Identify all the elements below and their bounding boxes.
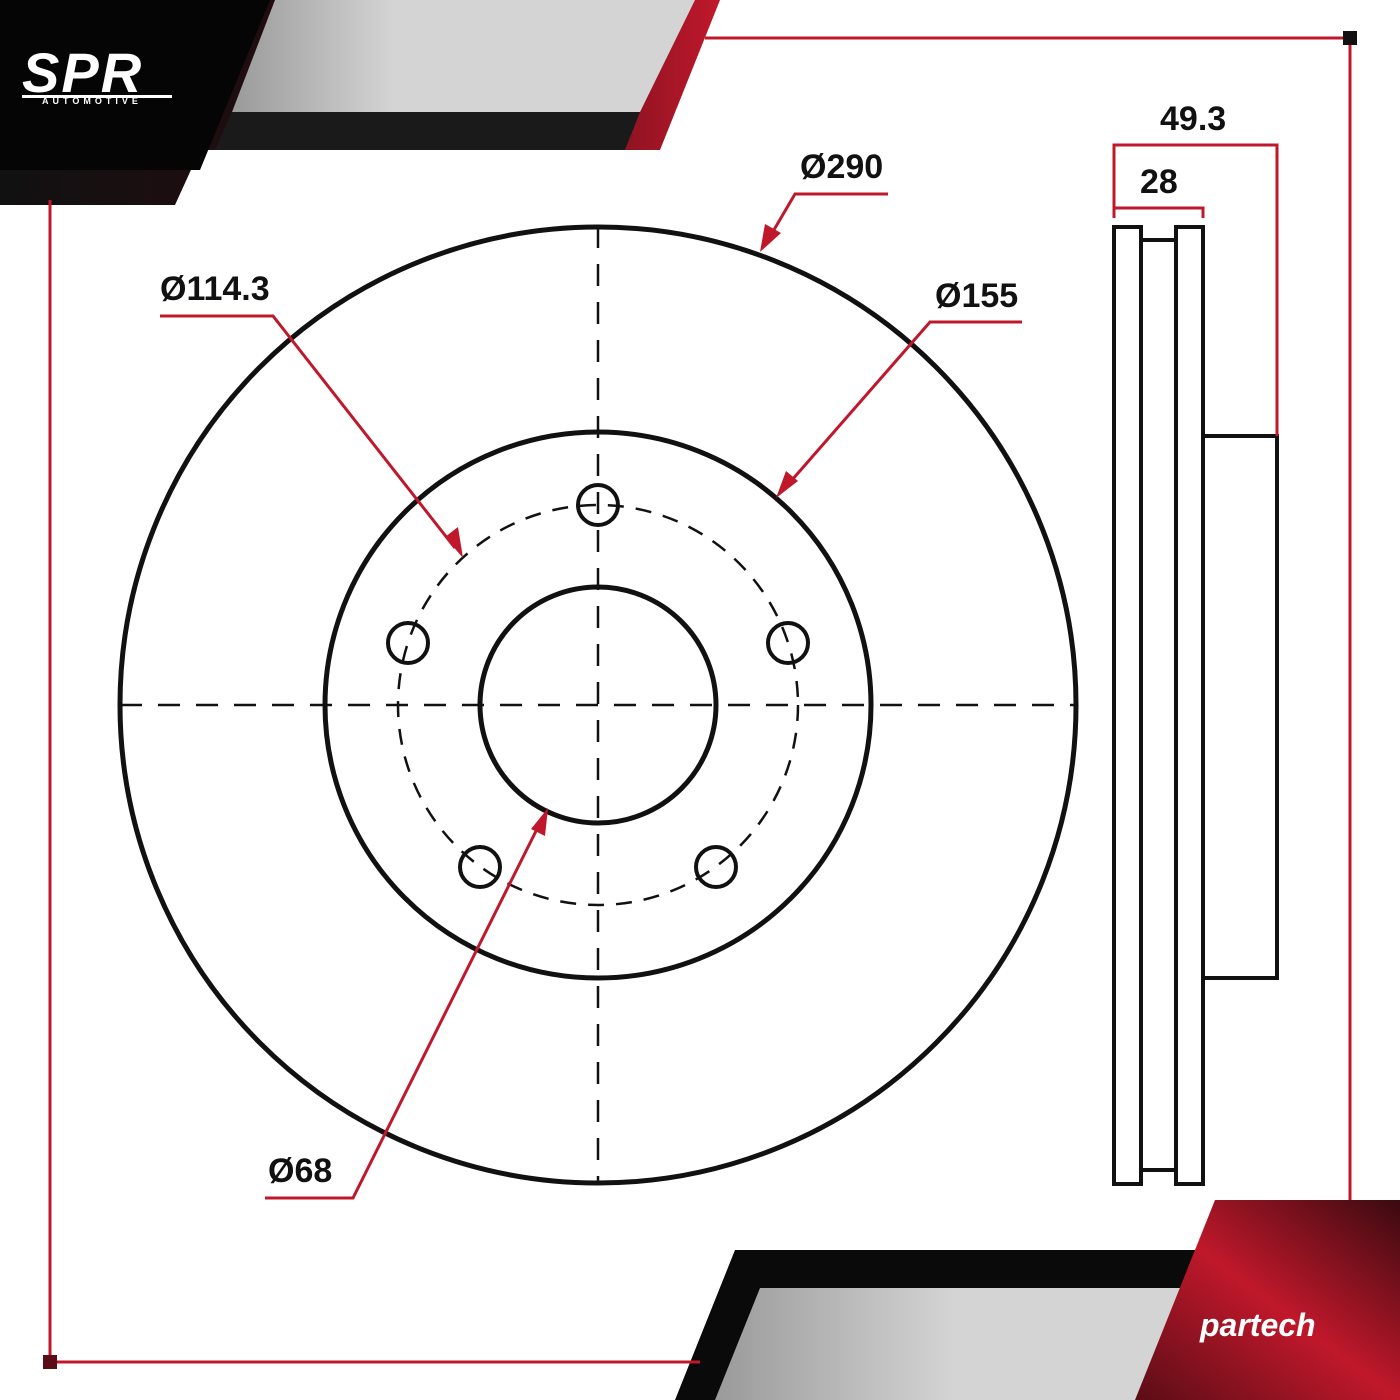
partech-logo: partech — [1199, 1307, 1316, 1343]
top-left-banner — [0, 0, 720, 205]
partech-logo-text: partech — [1199, 1307, 1316, 1343]
label-total-height: 49.3 — [1160, 100, 1226, 138]
leader-bolt-circle — [160, 314, 457, 549]
leader-outer-diameter — [766, 192, 888, 241]
spr-logo: SPR AUTOMOTIVE — [22, 41, 172, 106]
arrow-bolt-circle — [445, 527, 463, 558]
side-left-plate — [1112, 225, 1143, 1186]
rotor-front-view — [117, 224, 1079, 1186]
side-hat-outline — [1203, 434, 1279, 980]
arrow-hat-diameter — [776, 471, 798, 498]
side-right-plate — [1174, 225, 1205, 1186]
spr-logo-subtext: AUTOMOTIVE — [42, 96, 142, 106]
label-bolt-circle-diameter: Ø114.3 — [160, 270, 270, 308]
label-outer-diameter: Ø290 — [800, 148, 883, 186]
label-thickness: 28 — [1140, 163, 1178, 201]
dimension-arrowheads — [445, 224, 798, 836]
leader-thickness — [1114, 206, 1205, 218]
label-center-bore-diameter: Ø68 — [268, 1152, 332, 1190]
leader-hat-diameter — [783, 320, 1022, 489]
frame-lines — [48, 36, 1352, 1364]
spr-logo-underline — [22, 95, 172, 98]
spr-logo-text: SPR — [22, 41, 143, 104]
dimension-leaders — [160, 143, 1279, 1200]
bolt-hole-top — [576, 483, 620, 527]
frame-corner-bottom-left — [43, 1355, 57, 1369]
bolt-hole-lower-left — [458, 845, 502, 889]
bolt-hole-upper-right — [766, 621, 810, 665]
bolt-hole-lower-right — [694, 845, 738, 889]
bolt-hole-upper-left — [386, 621, 430, 665]
arrow-center-bore — [531, 808, 548, 836]
label-hat-diameter: Ø155 — [935, 277, 1018, 315]
bottom-right-banner — [675, 1200, 1400, 1400]
frame-corner-top-right — [1343, 31, 1357, 45]
arrow-outer-diameter — [760, 224, 781, 252]
rotor-side-view — [1112, 225, 1279, 1186]
leader-total-height — [1112, 143, 1279, 436]
leader-center-bore — [265, 822, 542, 1200]
